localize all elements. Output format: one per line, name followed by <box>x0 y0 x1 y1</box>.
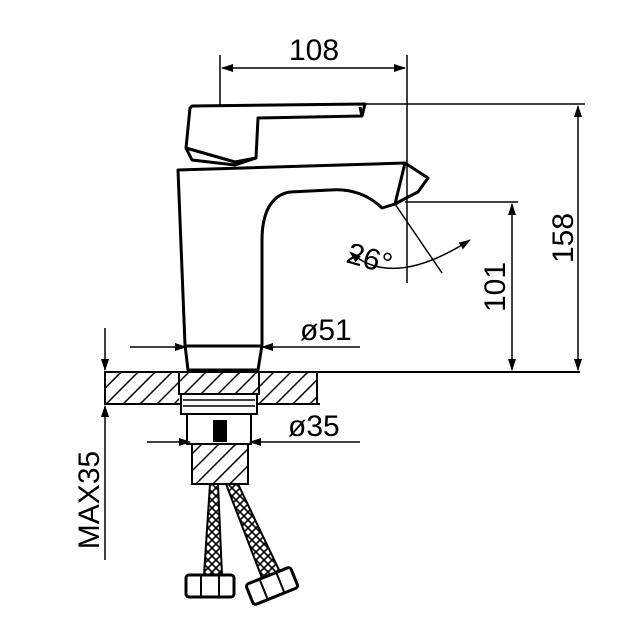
faucet-body <box>176 161 430 372</box>
handle-angle-label: 26° <box>343 237 396 281</box>
shank-diameter-label: ø35 <box>288 410 340 443</box>
max-counter-thickness-label: MAX35 <box>73 451 106 549</box>
body-diameter-label: ø51 <box>300 314 352 347</box>
dimension-handle-angle <box>349 203 471 274</box>
dimension-total-height <box>365 103 585 371</box>
spout-height-label: 101 <box>479 262 512 312</box>
countertop <box>104 370 580 406</box>
total-height-label: 158 <box>547 213 580 263</box>
lever-handle <box>184 102 367 167</box>
supply-hoses <box>184 483 299 606</box>
mounting-nut <box>178 371 260 485</box>
spout-reach-label: 108 <box>289 34 339 67</box>
dimension-spout-height <box>405 201 518 371</box>
